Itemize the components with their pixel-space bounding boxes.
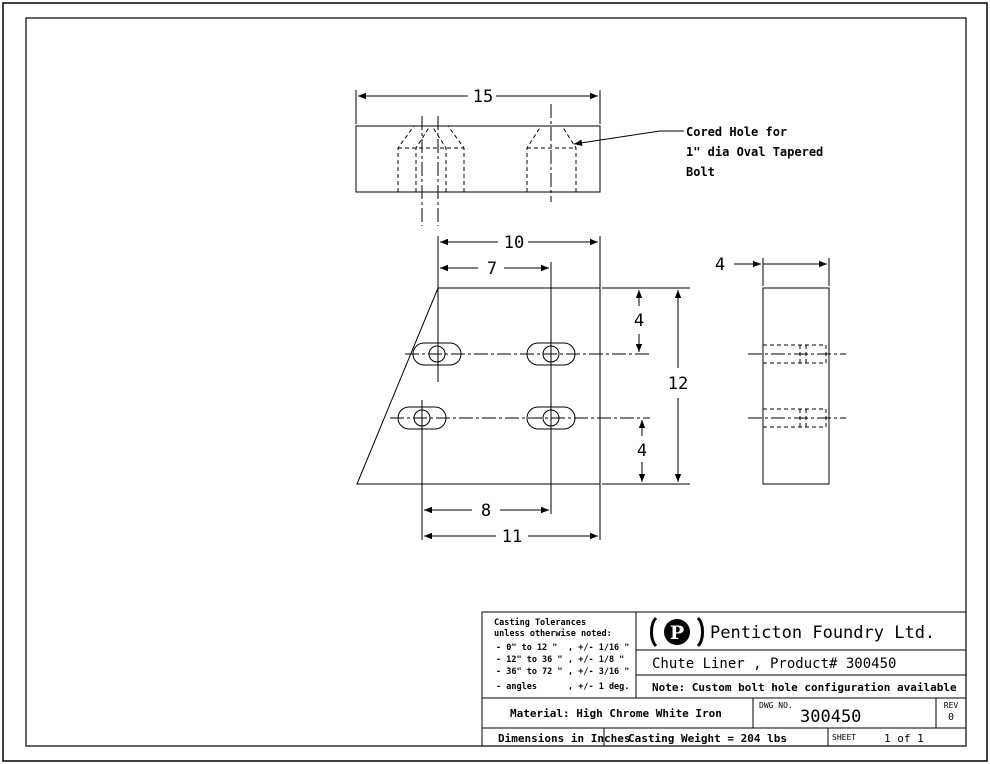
rev-value: 0: [948, 712, 954, 723]
callout-line-1: Cored Hole for: [686, 125, 787, 139]
casting-weight: Casting Weight = 204 lbs: [628, 732, 787, 745]
tolerance-value-4: , +/- 1 deg.: [568, 682, 629, 692]
sheet-label: SHEET: [832, 733, 856, 742]
tolerance-heading-1: Casting Tolerances: [494, 617, 586, 628]
tolerance-range-2: - 12" to 36 ": [496, 655, 563, 665]
dwg-label: DWG NO.: [759, 701, 793, 710]
tolerance-range-4: - angles: [496, 682, 537, 692]
tolerance-range-1: - 0" to 12 ": [496, 643, 557, 653]
configuration-note: Note: Custom bolt hole configuration ava…: [652, 681, 957, 694]
dim-front-overall-top: 10: [504, 233, 524, 253]
tolerance-range-3: - 36" to 72 ": [496, 667, 563, 677]
dim-front-upper-spacing: 4: [634, 311, 644, 331]
top-view: [355, 90, 684, 226]
title-block: [481, 611, 967, 747]
product-title: Chute Liner , Product# 300450: [652, 656, 896, 672]
dim-top-width: 15: [473, 87, 493, 107]
front-view: [356, 236, 690, 540]
dwg-number: 300450: [800, 707, 861, 727]
callout-line-2: 1" dia Oval Tapered: [686, 145, 823, 159]
dim-front-hole-offset-top: 7: [487, 259, 497, 279]
company-logo: P: [650, 616, 704, 648]
tolerance-value-1: , +/- 1/16 ": [568, 643, 629, 653]
company-name: Penticton Foundry Ltd.: [710, 623, 935, 643]
dim-front-overall-bottom: 11: [502, 527, 522, 547]
rev-label: REV: [944, 701, 959, 710]
side-view: [734, 258, 846, 485]
dim-front-height: 12: [668, 374, 688, 394]
dim-side-thickness: 4: [715, 255, 725, 275]
tolerance-heading-2: unless otherwise noted:: [494, 628, 612, 639]
dimensions-note: Dimensions in Inches: [498, 732, 630, 745]
dim-front-hole-offset-bottom: 8: [481, 501, 491, 521]
logo-letter: P: [670, 622, 684, 644]
sheet-value: 1 of 1: [884, 732, 924, 745]
material: Material: High Chrome White Iron: [510, 707, 722, 720]
tolerance-value-2: , +/- 1/8 ": [568, 655, 624, 665]
dim-front-lower-spacing: 4: [637, 441, 647, 461]
callout-line-3: Bolt: [686, 165, 715, 179]
tolerance-value-3: , +/- 3/16 ": [568, 667, 629, 677]
